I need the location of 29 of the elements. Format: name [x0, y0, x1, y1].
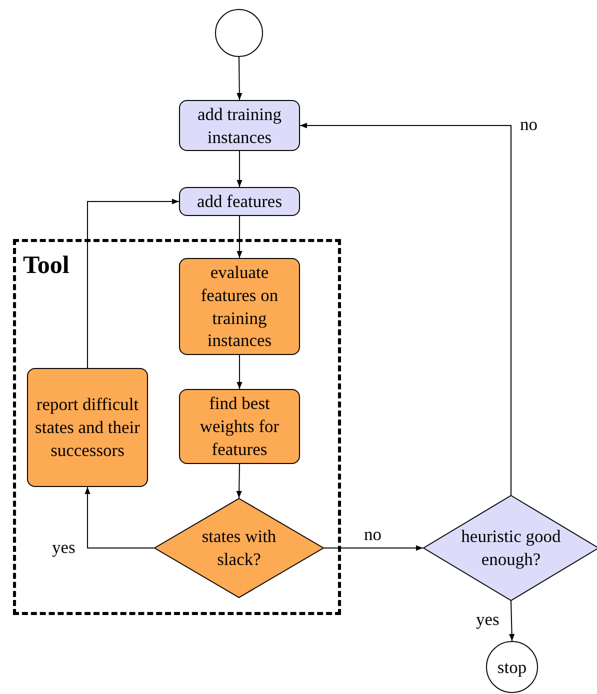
terminal-circle — [486, 641, 538, 693]
decision-diamond — [423, 495, 597, 601]
node-label: heuristic good enough? — [460, 525, 562, 571]
arrow — [87, 198, 180, 368]
arrow — [236, 464, 242, 498]
arrow — [236, 216, 242, 258]
process-box — [179, 389, 300, 464]
node-label: add features — [196, 190, 282, 213]
process-box — [179, 258, 300, 355]
node-label: report difficult states and their successors — [34, 393, 141, 462]
arrow — [324, 545, 424, 551]
decision-diamond — [154, 498, 324, 598]
group-title: Tool — [23, 251, 70, 281]
arrow — [300, 122, 512, 496]
tool-boundary — [13, 239, 341, 615]
terminal-circle — [215, 9, 263, 57]
arrow — [509, 600, 515, 642]
node-label: add training instances — [196, 102, 283, 148]
node-label: states with slack? — [200, 525, 278, 571]
process-box — [179, 100, 300, 151]
arrow — [84, 486, 154, 548]
process-box — [27, 368, 148, 487]
node-label: stop — [497, 656, 527, 678]
process-box — [179, 187, 300, 216]
node-label: find best weights for features — [198, 392, 280, 461]
node-label: evaluate features on training instances — [200, 261, 280, 352]
arrow — [236, 354, 242, 390]
arrow — [236, 56, 242, 100]
arrow — [236, 150, 242, 188]
